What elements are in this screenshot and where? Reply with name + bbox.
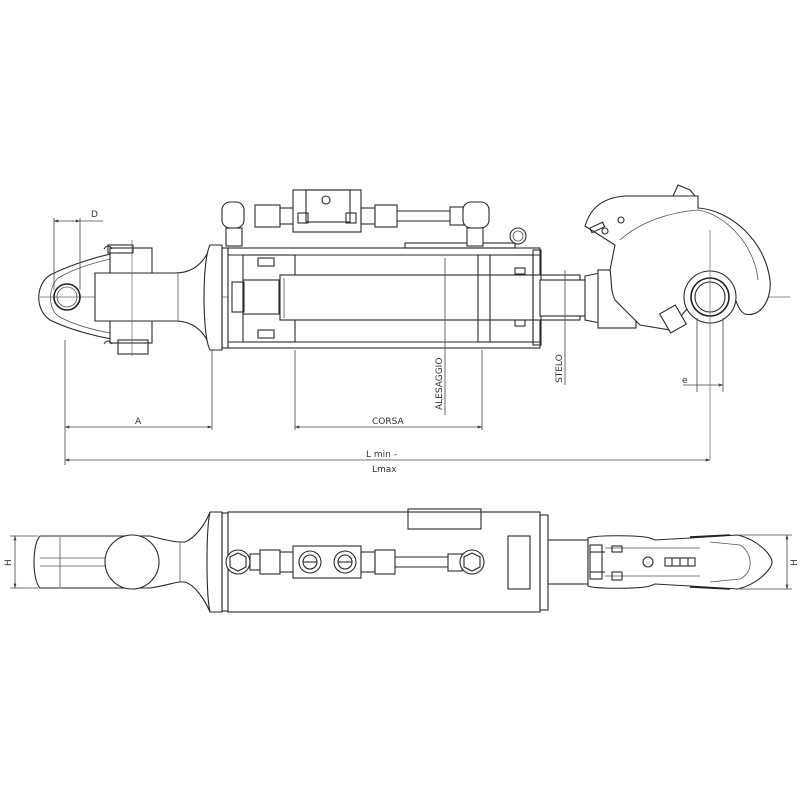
left-eye-end [38, 240, 211, 356]
cylinder-body [227, 227, 581, 349]
dim-label-h-right: H [790, 559, 800, 566]
side-dimensions: D A CORSA ALESAGGIO STELO e L min - Lmax [53, 210, 711, 475]
dim-label-h-left: H [4, 559, 14, 566]
dim-label-stelo: STELO [555, 354, 565, 383]
dim-label-alesaggio: ALESAGGIO [435, 358, 445, 410]
valve-assembly-side [221, 189, 490, 247]
dim-label-corsa: CORSA [372, 417, 405, 427]
top-view: H [4, 508, 800, 613]
dim-label-lmin: L min - [366, 450, 397, 460]
dim-label-d: D [91, 210, 98, 220]
dim-label-a: A [135, 417, 142, 427]
valve-assembly-top [225, 545, 485, 579]
dim-label-e: e [682, 376, 688, 386]
rod-end-hook [539, 184, 771, 460]
dim-label-lmax: Lmax [372, 465, 397, 475]
side-view: D A CORSA ALESAGGIO STELO e L min - Lmax [38, 184, 790, 475]
